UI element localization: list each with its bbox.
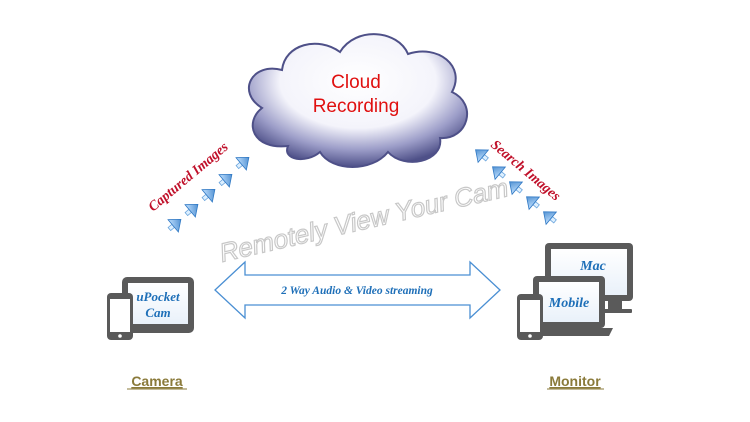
arrow-chevron-icon: [197, 182, 221, 206]
cloud-title-line2: Recording: [313, 96, 400, 117]
monitor-caption: Monitor: [549, 373, 601, 389]
cloud-icon: [248, 33, 469, 168]
arrow-chevron-icon: [231, 150, 255, 174]
monitor-laptop-label: Mobile: [548, 296, 589, 311]
arrow-chevron-icon: [521, 190, 544, 213]
camera-caption: Camera: [131, 373, 183, 389]
watermark-text: Remotely View Your Cam: [217, 172, 511, 268]
camera-device-line1: uPocket: [136, 289, 180, 304]
stream-label: 2 Way Audio & Video streaming: [280, 285, 433, 297]
arrow-chevron-icon: [180, 197, 204, 221]
captured-images-label: Captured Images: [146, 139, 232, 215]
stream-arrow: [214, 260, 501, 320]
camera-device-icon: [107, 277, 194, 340]
cloud-title-line1: Cloud: [331, 72, 381, 93]
camera-device-line2: Cam: [145, 305, 170, 320]
monitor-desktop-label: Mac: [579, 259, 606, 274]
arrow-chevron-icon: [538, 205, 561, 228]
arrow-chevron-icon: [214, 167, 238, 191]
arrow-chevron-icon: [163, 212, 187, 236]
monitor-devices-icon: [517, 243, 633, 340]
